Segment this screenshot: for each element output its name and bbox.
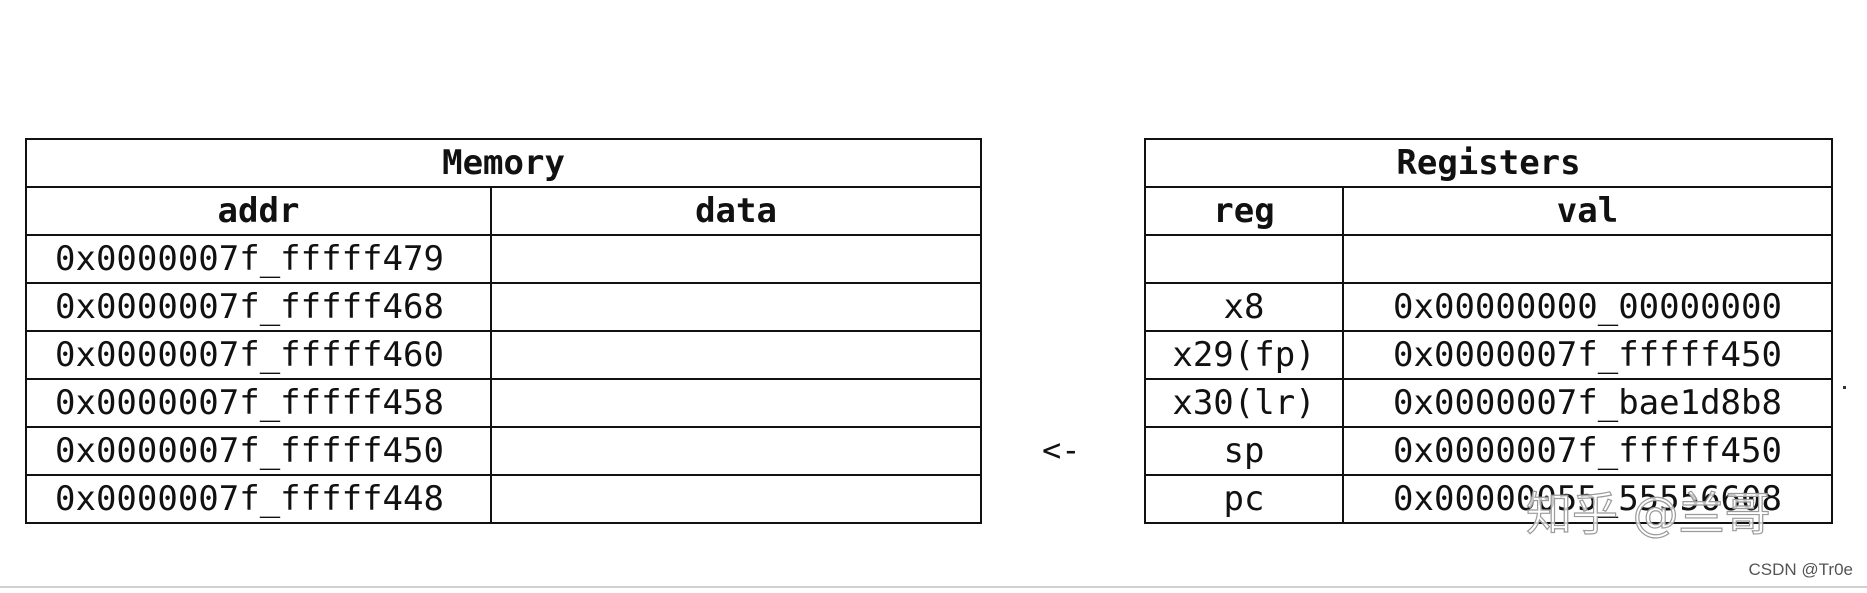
memory-data-cell <box>489 234 983 284</box>
register-name-cell: x30(lr) <box>1144 378 1344 428</box>
register-row: sp 0x0000007f_fffff450 <box>1144 426 1834 476</box>
register-name-cell: pc <box>1144 474 1344 524</box>
memory-addr-cell: 0x0000007f_fffff450 <box>25 426 492 476</box>
register-row: pc 0x00000055_55556608 <box>1144 474 1834 524</box>
memory-row: 0x0000007f_fffff460 <box>25 330 983 380</box>
memory-row: 0x0000007f_fffff468 <box>25 282 983 332</box>
memory-title: Memory <box>24 138 983 188</box>
register-value-cell: 0x0000007f_fffff450 <box>1341 330 1834 380</box>
memory-data-cell <box>489 378 983 428</box>
register-name-cell: x8 <box>1144 282 1344 332</box>
registers-header-val: val <box>1341 186 1834 236</box>
register-row <box>1144 234 1834 284</box>
registers-table: Registers reg val x8 0x00000000_00000000… <box>1143 138 1834 524</box>
memory-header-addr: addr <box>25 186 492 236</box>
register-row: x30(lr) 0x0000007f_bae1d8b8 <box>1144 378 1834 428</box>
memory-data-cell <box>489 282 983 332</box>
memory-addr-cell: 0x0000007f_fffff468 <box>25 282 492 332</box>
footer-divider <box>0 586 1867 588</box>
register-value-cell <box>1341 234 1834 284</box>
memory-row: 0x0000007f_fffff458 <box>25 378 983 428</box>
register-row: x29(fp) 0x0000007f_fffff450 <box>1144 330 1834 380</box>
memory-data-cell <box>489 474 983 524</box>
register-name-cell <box>1144 234 1344 284</box>
register-value-cell: 0x00000000_00000000 <box>1341 282 1834 332</box>
memory-row: 0x0000007f_fffff448 <box>25 474 983 524</box>
memory-row: 0x0000007f_fffff479 <box>25 234 983 284</box>
memory-data-cell <box>489 426 983 476</box>
register-value-cell: 0x0000007f_fffff450 <box>1341 426 1834 476</box>
memory-table: Memory addr data 0x0000007f_fffff479 0x0… <box>24 138 983 524</box>
memory-header-data: data <box>489 186 983 236</box>
memory-row: 0x0000007f_fffff450 <box>25 426 983 476</box>
memory-addr-cell: 0x0000007f_fffff458 <box>25 378 492 428</box>
register-row: x8 0x00000000_00000000 <box>1144 282 1834 332</box>
stray-mark <box>1843 386 1846 389</box>
register-value-cell: 0x00000055_55556608 <box>1341 474 1834 524</box>
memory-addr-cell: 0x0000007f_fffff460 <box>25 330 492 380</box>
registers-title: Registers <box>1143 138 1834 188</box>
register-name-cell: sp <box>1144 426 1344 476</box>
register-value-cell: 0x0000007f_bae1d8b8 <box>1341 378 1834 428</box>
csdn-credit: CSDN @Tr0e <box>1748 560 1853 579</box>
memory-data-cell <box>489 330 983 380</box>
memory-addr-cell: 0x0000007f_fffff479 <box>25 234 492 284</box>
register-name-cell: x29(fp) <box>1144 330 1344 380</box>
pointer-arrow: <- <box>1042 431 1081 469</box>
registers-header-reg: reg <box>1144 186 1344 236</box>
memory-addr-cell: 0x0000007f_fffff448 <box>25 474 492 524</box>
